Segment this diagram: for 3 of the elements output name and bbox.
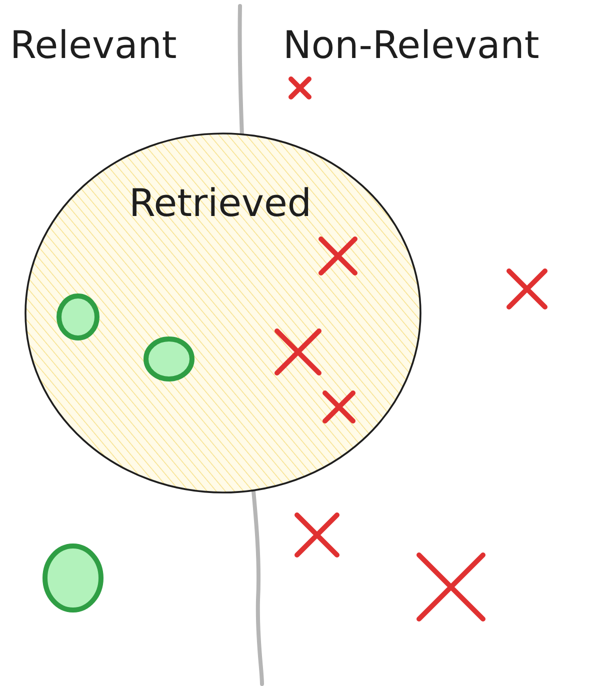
region-heading: Non-Relevant — [283, 26, 540, 64]
region-heading: Relevant — [10, 26, 177, 64]
set-label: Retrieved — [129, 184, 312, 222]
